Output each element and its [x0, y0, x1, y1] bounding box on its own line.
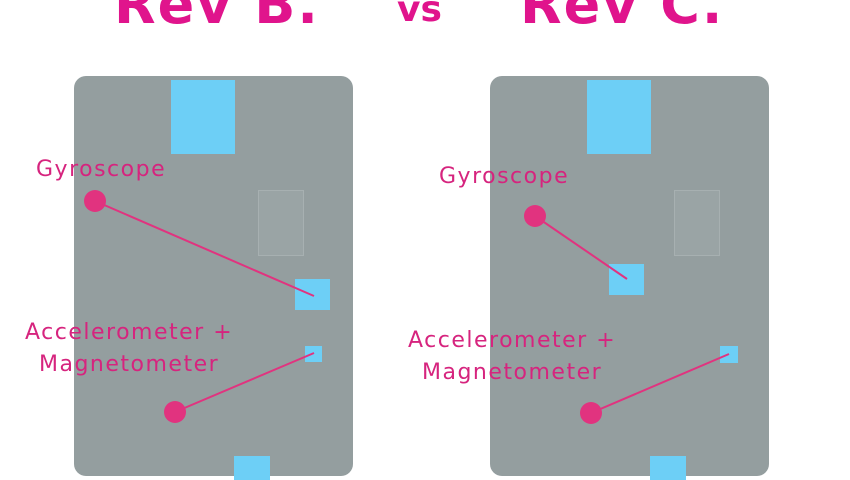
rev-b-title: Rev B.: [114, 0, 320, 36]
rev-c-accelerometer-label-line1: Accelerometer +: [408, 328, 617, 353]
rev-c-accelerometer-chip: [720, 346, 738, 363]
rev-c-accelerometer-dot: [580, 402, 602, 424]
rev-b-gyroscope-chip: [295, 279, 330, 310]
rev-c-accelerometer-label-line2: Magnetometer: [422, 360, 603, 385]
rev-c-outline-component: [674, 190, 720, 256]
rev-c-gyroscope-label-text: Gyroscope: [439, 164, 570, 189]
rev-c-gyroscope-label: Gyroscope: [439, 161, 569, 193]
rev-c-title: Rev C.: [520, 0, 725, 36]
vs-label: vs: [397, 0, 442, 30]
rev-b-top-connector: [171, 80, 235, 154]
rev-c-gyroscope-dot: [524, 205, 546, 227]
rev-b-board: [74, 76, 353, 480]
rev-b-gyroscope-label: Gyroscope: [36, 154, 166, 186]
rev-b-bottom-connector: [234, 456, 270, 480]
rev-b-accelerometer-dot: [164, 401, 186, 423]
rev-c-bottom-connector: [650, 456, 686, 480]
rev-c-gyroscope-chip: [609, 264, 644, 295]
rev-c-top-connector: [587, 80, 651, 154]
rev-b-accelerometer-chip: [305, 346, 322, 362]
rev-b-outline-component: [258, 190, 304, 256]
rev-b-accelerometer-label: Accelerometer + Magnetometer: [25, 317, 233, 381]
rev-c-board: [490, 76, 769, 480]
rev-c-accelerometer-label: Accelerometer + Magnetometer: [408, 325, 616, 389]
rev-b-accelerometer-label-line1: Accelerometer +: [25, 320, 234, 345]
rev-b-gyroscope-label-text: Gyroscope: [36, 157, 167, 182]
rev-b-accelerometer-label-line2: Magnetometer: [39, 352, 220, 377]
rev-b-gyroscope-dot: [84, 190, 106, 212]
